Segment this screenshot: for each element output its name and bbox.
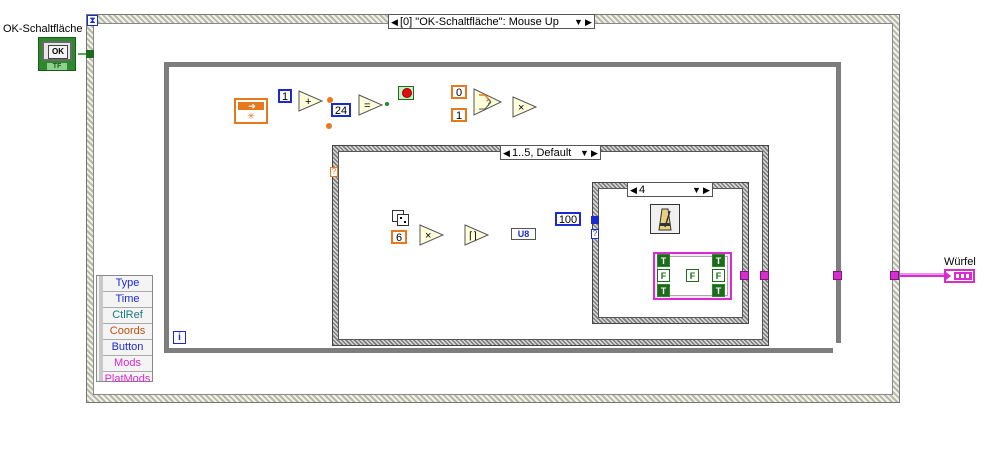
const-1b[interactable]: 1 <box>451 108 467 122</box>
bool-const[interactable]: T <box>712 254 725 267</box>
case-inner-selector[interactable]: ◀4 ▼▶ <box>627 182 713 197</box>
iteration-terminal[interactable]: i <box>173 331 186 344</box>
cluster-icon <box>954 272 972 280</box>
event-data-item: PlatMods <box>104 373 151 385</box>
increment-arrow-icon[interactable]: ▶ <box>703 185 710 195</box>
ok-button-text: OK <box>48 45 68 59</box>
bool-const[interactable]: T <box>657 254 670 267</box>
metronome-icon <box>658 208 672 231</box>
wire-junction <box>385 102 389 106</box>
ok-button-type: TF <box>47 63 67 70</box>
round-up-function[interactable]: ⌈⌉ <box>464 224 490 246</box>
indicator-arrow-icon <box>946 272 951 280</box>
event-selector-text: [0] "OK-Schaltfläche": Mouse Up <box>400 16 559 28</box>
cluster-tunnel <box>833 271 842 280</box>
dropdown-arrow-icon[interactable]: ▼ <box>692 185 701 195</box>
while-loop[interactable] <box>164 62 841 353</box>
case-selector-terminal[interactable]: ? <box>591 229 599 239</box>
ok-button-label: OK-Schaltfläche <box>3 23 83 35</box>
select-glyph: ? <box>486 98 491 108</box>
increment-arrow-icon[interactable]: ▶ <box>585 17 592 27</box>
case-inner-selector-text: 4 <box>639 184 646 196</box>
case-outer-selector[interactable]: ◀1..5, Default ▼▶ <box>500 145 601 160</box>
dropdown-arrow-icon[interactable]: ▼ <box>580 148 589 158</box>
cluster-tunnel <box>760 271 769 280</box>
arrow-right-icon: ➜ <box>248 101 256 111</box>
ceiling-icon: ⌈⌉ <box>469 231 477 242</box>
ok-button-terminal[interactable]: OK TF <box>38 37 76 71</box>
int-tunnel <box>591 216 599 224</box>
cluster-tunnel <box>740 271 749 280</box>
const-100[interactable]: 100 <box>555 212 581 226</box>
multiply-function[interactable]: × <box>512 96 538 118</box>
add-function[interactable]: + <box>298 90 324 112</box>
dice-icon[interactable] <box>392 208 410 226</box>
wire-junction <box>326 123 332 129</box>
select-function[interactable]: ? <box>473 88 503 118</box>
bool-tunnel <box>86 50 94 58</box>
wuerfel-indicator[interactable] <box>944 269 975 283</box>
multiply-glyph: × <box>518 102 524 114</box>
stop-icon <box>402 88 412 98</box>
wire-junction <box>327 97 333 103</box>
event-data-item: CtlRef <box>103 308 152 324</box>
increment-arrow-icon[interactable]: ▶ <box>591 148 598 158</box>
init-star-icon: ✳ <box>247 111 255 121</box>
dropdown-arrow-icon[interactable]: ▼ <box>574 17 583 27</box>
event-selector[interactable]: ◀[0] "OK-Schaltfläche": Mouse Up ▼▶ <box>388 14 595 29</box>
decrement-arrow-icon[interactable]: ◀ <box>503 148 510 158</box>
const-6[interactable]: 6 <box>391 230 407 244</box>
bool-const[interactable]: T <box>657 284 670 297</box>
wait-function[interactable] <box>650 204 680 234</box>
event-data-item: Type <box>103 276 152 292</box>
const-24[interactable]: 24 <box>331 103 351 117</box>
const-1[interactable]: 1 <box>278 89 292 103</box>
while-loop-gap <box>833 343 841 353</box>
decrement-arrow-icon[interactable]: ◀ <box>391 17 398 27</box>
timeout-terminal[interactable]: ⧗ <box>87 15 98 26</box>
feedback-arrow-bar <box>238 102 264 110</box>
event-data-list: Type Time CtlRef Coords Button Mods Plat… <box>103 276 152 387</box>
add-glyph: + <box>305 96 311 108</box>
equal-function[interactable]: = <box>358 94 384 116</box>
to-u8-function[interactable]: U8 <box>511 228 536 240</box>
hourglass-icon: ⧗ <box>89 15 96 25</box>
bool-const[interactable]: T <box>712 284 725 297</box>
bool-const[interactable]: F <box>686 269 699 282</box>
const-0[interactable]: 0 <box>451 85 467 99</box>
case-selector-terminal[interactable]: ? <box>330 167 338 177</box>
event-data-item: Coords <box>103 324 152 340</box>
equal-glyph: = <box>364 100 370 112</box>
indicator-label: Würfel <box>944 256 976 268</box>
bool-const[interactable]: F <box>657 269 670 282</box>
event-data-item: Button <box>103 340 152 356</box>
stop-terminal[interactable] <box>398 86 414 100</box>
multiply-glyph: × <box>425 230 431 242</box>
event-data-node[interactable]: Type Time CtlRef Coords Button Mods Plat… <box>96 275 153 385</box>
feedback-node[interactable]: ➜ ✳ <box>234 98 268 124</box>
bool-const[interactable]: F <box>712 269 725 282</box>
case-outer-selector-text: 1..5, Default <box>512 147 572 159</box>
event-data-item: Time <box>103 292 152 308</box>
multiply-function-inner[interactable]: × <box>419 224 445 246</box>
cluster-tunnel <box>890 271 899 280</box>
event-data-item: Mods <box>103 356 152 372</box>
decrement-arrow-icon[interactable]: ◀ <box>630 185 637 195</box>
